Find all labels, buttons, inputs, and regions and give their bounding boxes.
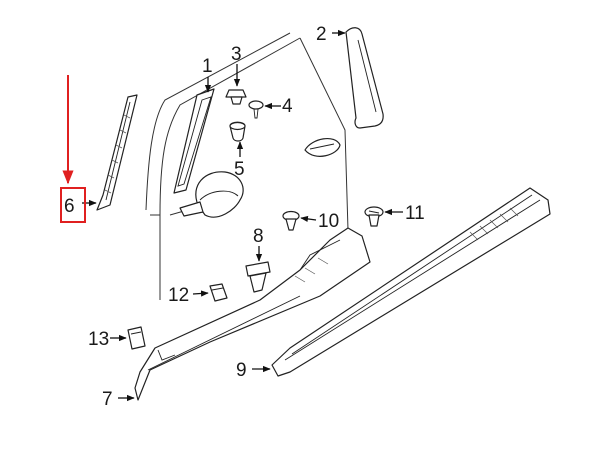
callout-13: 13 bbox=[88, 329, 109, 350]
part-3-clip bbox=[225, 89, 247, 105]
callout-11: 11 bbox=[405, 203, 425, 224]
part-9-sill-cover bbox=[271, 187, 551, 377]
callout-6: 6 bbox=[64, 196, 75, 217]
callout-2: 2 bbox=[316, 24, 327, 45]
callout-12: 12 bbox=[168, 285, 189, 306]
part-7-rocker-moulding bbox=[134, 227, 371, 401]
highlight-callout-6 bbox=[60, 75, 86, 223]
callout-7: 7 bbox=[102, 389, 113, 410]
callout-9: 9 bbox=[236, 360, 247, 381]
callout-3: 3 bbox=[231, 44, 242, 65]
part-11-push-clip bbox=[364, 206, 384, 227]
callout-8: 8 bbox=[253, 226, 264, 247]
part-8-retainer bbox=[245, 261, 271, 293]
leader-arrows bbox=[82, 29, 403, 402]
part-13-nut-clip bbox=[127, 326, 146, 350]
part-4-screw bbox=[248, 100, 264, 119]
part-6-a-pillar-trim bbox=[96, 94, 138, 211]
highlight-box bbox=[60, 187, 86, 223]
callout-4: 4 bbox=[282, 96, 293, 117]
callout-1: 1 bbox=[202, 56, 213, 77]
part-10-push-clip bbox=[282, 210, 300, 231]
part-12-clip bbox=[209, 283, 228, 302]
callout-5: 5 bbox=[234, 159, 245, 180]
side-mirror bbox=[179, 171, 244, 218]
part-5-grommet bbox=[229, 121, 246, 142]
door-handle bbox=[304, 137, 341, 157]
callout-10: 10 bbox=[318, 211, 339, 232]
part-2-c-pillar-trim bbox=[345, 27, 384, 129]
